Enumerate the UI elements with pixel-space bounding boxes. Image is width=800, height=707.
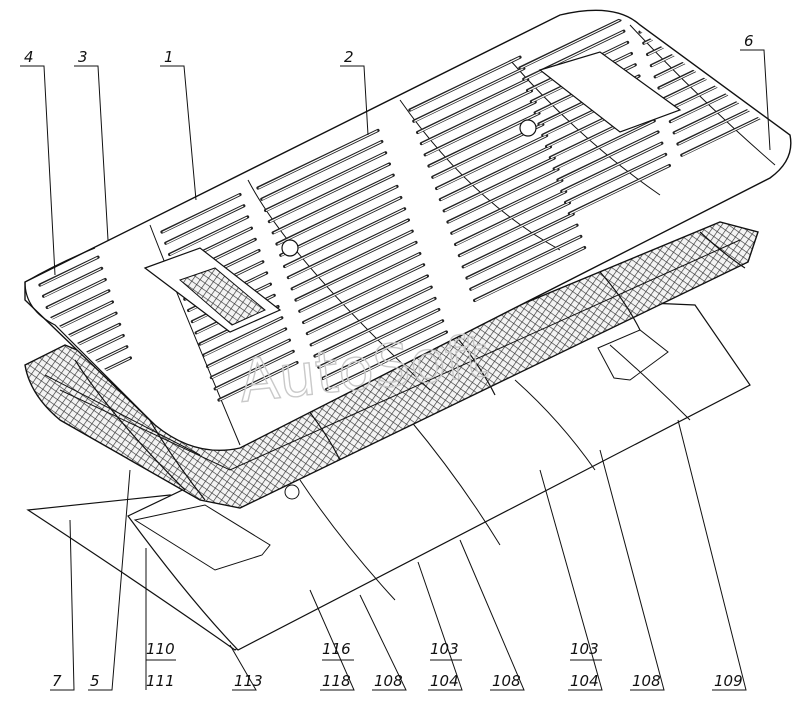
louvre-slot-inner bbox=[300, 253, 420, 312]
callout-2: 2 bbox=[344, 48, 354, 66]
louvre-slot-inner bbox=[211, 340, 289, 379]
louvre-slot-inner bbox=[47, 279, 105, 308]
callout-118: 118 bbox=[322, 672, 351, 690]
louvre-slot-inner bbox=[266, 152, 386, 211]
louvre-slot-inner bbox=[520, 19, 620, 69]
callout-111: 111 bbox=[146, 672, 175, 690]
louvre-slot-inner bbox=[456, 191, 566, 245]
louvre-slot-inner bbox=[215, 351, 293, 390]
louvre-slot bbox=[638, 15, 752, 34]
louvre-slot-inner bbox=[640, 15, 750, 33]
cutout-110 bbox=[133, 504, 271, 571]
callouts: 4 3 1 2 6 7 5 110 111 113 116 118 108 10… bbox=[24, 32, 754, 690]
louvre-slot-inner bbox=[170, 216, 248, 255]
louvre-slot-inner bbox=[459, 202, 570, 257]
leader-lines bbox=[20, 49, 771, 691]
louvre-slot-inner bbox=[296, 242, 416, 301]
louvre-slot-inner bbox=[326, 331, 446, 391]
louvre-slot-inner bbox=[414, 68, 524, 122]
seam-3 bbox=[514, 379, 596, 471]
panel-108-sheet bbox=[127, 299, 751, 651]
louvre-slot-inner bbox=[429, 113, 539, 167]
callout-113: 113 bbox=[234, 672, 263, 690]
callout-116: 116 bbox=[322, 640, 351, 658]
louvre-slot-inner bbox=[410, 57, 520, 111]
callout-110: 110 bbox=[146, 640, 175, 658]
louvre-slot-inner bbox=[475, 247, 585, 301]
roof-panel bbox=[24, 9, 792, 451]
louvre-slot-inner bbox=[307, 275, 427, 335]
louvre-slot-inner bbox=[54, 301, 113, 331]
callout-108-a: 108 bbox=[374, 672, 403, 690]
callout-109: 109 bbox=[714, 672, 743, 690]
louvre-slot-inner bbox=[425, 101, 535, 156]
louvre-slot-inner bbox=[421, 90, 532, 145]
louvre-slot-inner bbox=[315, 298, 435, 357]
louvre-slot-inner bbox=[43, 268, 102, 297]
vent-hole-1 bbox=[281, 239, 299, 257]
louvre-slot-inner bbox=[319, 309, 439, 368]
louvre-slot-inner bbox=[437, 135, 547, 189]
seam-4 bbox=[609, 344, 691, 421]
louvre-slot-inner bbox=[444, 157, 554, 212]
louvre-slot-inner bbox=[569, 165, 670, 215]
hole bbox=[284, 484, 300, 500]
louvre-slot-inner bbox=[463, 213, 573, 268]
callout-103-a: 103 bbox=[430, 640, 459, 658]
louvre-slot-inner bbox=[273, 175, 393, 234]
vent-hole-2 bbox=[519, 119, 537, 137]
callout-103-b: 103 bbox=[570, 640, 599, 658]
callout-3: 3 bbox=[78, 48, 88, 66]
louvre-slot-inner bbox=[204, 317, 282, 356]
callout-104-a: 104 bbox=[430, 672, 459, 690]
hatch-rear bbox=[538, 51, 682, 133]
callout-6: 6 bbox=[744, 32, 754, 50]
louvre-slot-inner bbox=[262, 141, 382, 200]
louvre-slot-inner bbox=[452, 180, 562, 234]
callout-104-b: 104 bbox=[570, 672, 599, 690]
louvre-slot-inner bbox=[281, 197, 401, 256]
divider-1 bbox=[149, 224, 241, 446]
louvre-slot-inner bbox=[562, 143, 662, 192]
louvre-slot-inner bbox=[644, 15, 754, 44]
louvre-slot-inner bbox=[288, 219, 408, 279]
louvre-slot-inner bbox=[448, 169, 558, 223]
louvre-slot-inner bbox=[162, 194, 240, 233]
louvre-slot bbox=[642, 15, 756, 45]
callout-7: 7 bbox=[52, 672, 62, 690]
louvre-slot-inner bbox=[277, 186, 397, 245]
louvre-slot-inner bbox=[565, 154, 666, 203]
divider-3 bbox=[399, 99, 561, 251]
louvre-slot-inner bbox=[467, 225, 577, 279]
louvre-slot-inner bbox=[323, 320, 443, 379]
seam-1 bbox=[299, 479, 396, 601]
louvre-slot-inner bbox=[51, 290, 109, 320]
louvre-slot-inner bbox=[558, 131, 658, 181]
louvre-slot-inner bbox=[292, 231, 412, 290]
louvre-slot-inner bbox=[208, 328, 286, 367]
seam-2 bbox=[409, 419, 501, 546]
louvre-slot-inner bbox=[440, 146, 551, 201]
callout-4: 4 bbox=[24, 48, 34, 66]
louvre-slot-inner bbox=[285, 208, 405, 267]
callout-1: 1 bbox=[164, 48, 174, 66]
louvre-slot-inner bbox=[166, 205, 244, 244]
louvre-slot-inner bbox=[554, 120, 654, 170]
louvre-slot-inner bbox=[418, 79, 528, 133]
callout-108-c: 108 bbox=[632, 672, 661, 690]
louvre-slot-inner bbox=[219, 362, 297, 401]
callout-5: 5 bbox=[90, 672, 100, 690]
hatch-front-mesh bbox=[179, 267, 266, 326]
louvre-slot-inner bbox=[471, 236, 581, 290]
louvre-slot-inner bbox=[311, 287, 431, 346]
louvre-slot-inner bbox=[40, 257, 98, 286]
panel-4-front-edge bbox=[24, 281, 156, 426]
louvre-slot-inner bbox=[258, 130, 378, 189]
louvre-slot-inner bbox=[269, 163, 389, 223]
trim-panels bbox=[26, 299, 751, 651]
cutout-upper bbox=[597, 329, 669, 381]
callout-108-b: 108 bbox=[492, 672, 521, 690]
louvre-slot-inner bbox=[304, 264, 424, 323]
